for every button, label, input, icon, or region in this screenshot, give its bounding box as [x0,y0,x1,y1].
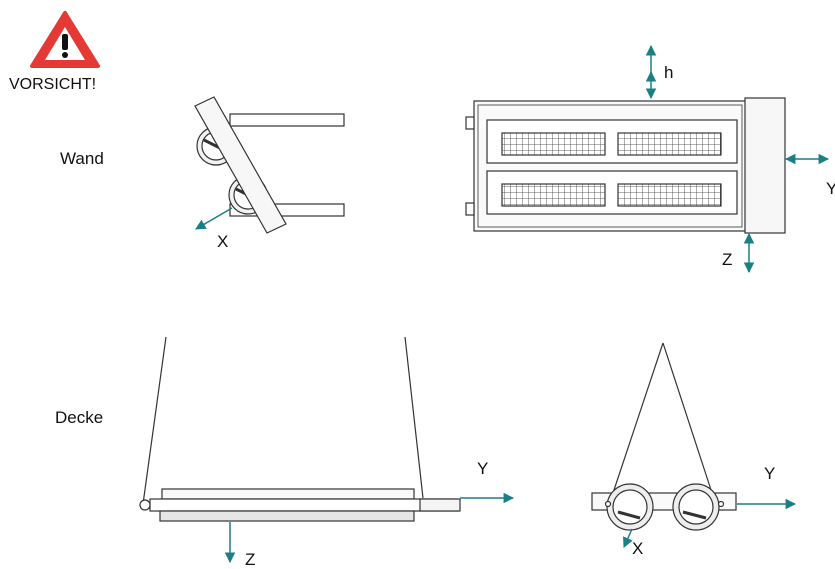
axis-label-ceiling-side-x: X [632,539,644,558]
warning-label: VORSICHT! [9,76,97,93]
axis-label-ceiling-side-y: Y [764,464,776,483]
ceiling-front-view [139,336,461,522]
axis-label-ceiling-front-z: Z [245,550,256,569]
row-label-wall: Wand [60,149,104,168]
axis-label-ceiling-front-y: Y [477,459,489,478]
ceiling-side-view [591,342,737,531]
ceiling-side-x-arrow [623,528,633,548]
axis-label-wall-front-y: Y [826,179,835,198]
wall-front-view [465,97,786,234]
axis-label-wall-front-z: Z [722,250,733,269]
wall-side-view [194,96,345,234]
axis-label-wall-front-h: h [664,63,674,82]
wall-side-x-arrow [195,207,233,230]
axis-label-wall-side-x: X [217,232,229,251]
row-label-ceiling: Decke [55,408,104,427]
warning-triangle-icon [30,11,100,68]
